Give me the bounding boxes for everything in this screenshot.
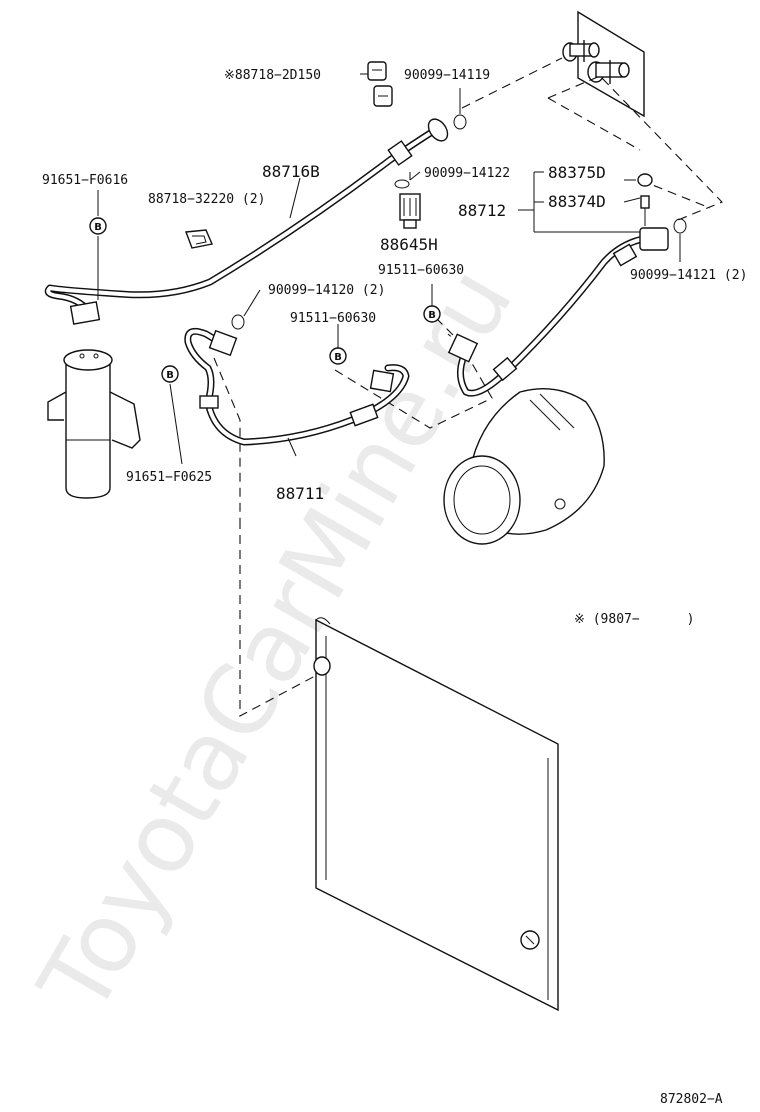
label-88716b: 88716B xyxy=(262,162,320,181)
label-90099-14122: 90099−14122 xyxy=(424,166,510,181)
receiver-dryer xyxy=(47,349,141,499)
label-88718-32220: 88718−32220 (2) xyxy=(148,192,265,207)
label-91511-60630-lower: 91511−60630 xyxy=(290,311,376,326)
bolt-marker-91651-f0616: B xyxy=(89,217,107,235)
label-88711: 88711 xyxy=(276,484,324,503)
hose-88711 xyxy=(184,314,410,446)
condenser xyxy=(313,617,559,1012)
leader-lines xyxy=(97,73,681,465)
clip-88718-2d150 xyxy=(367,61,393,107)
note-model-range: ※ (9807− ) xyxy=(574,612,694,627)
label-88718-2d150: ※88718−2D150 xyxy=(224,68,321,83)
pipe-88716b xyxy=(44,118,449,325)
hose-88712 xyxy=(447,173,687,397)
label-88375d: 88375D xyxy=(548,163,606,182)
o-ring-90099-14119 xyxy=(453,114,467,130)
label-88374d: 88374D xyxy=(548,192,606,211)
bolt-marker-91511-60630-right: B xyxy=(423,305,441,323)
figure-code: 872802−A xyxy=(660,1092,723,1107)
bolt-marker-91511-60630-left: B xyxy=(329,347,347,365)
assembly-guide-lines xyxy=(213,57,723,717)
svg-text:B: B xyxy=(166,370,174,381)
label-90099-14121: 90099−14121 (2) xyxy=(630,268,747,283)
label-91651-f0616: 91651−F0616 xyxy=(42,173,128,188)
compressor xyxy=(443,387,605,545)
clip-88718-32220 xyxy=(185,229,213,249)
bolt-marker-91651-f0625: B xyxy=(161,365,179,383)
svg-text:B: B xyxy=(94,222,102,233)
svg-text:B: B xyxy=(334,352,342,363)
label-91651-f0625: 91651−F0625 xyxy=(126,470,212,485)
label-91511-60630-upper: 91511−60630 xyxy=(378,263,464,278)
svg-text:B: B xyxy=(428,310,436,321)
label-90099-14119: 90099−14119 xyxy=(404,68,490,83)
mounting-bracket xyxy=(562,10,645,118)
pressure-switch-88645h xyxy=(394,179,421,229)
label-90099-14120: 90099−14120 (2) xyxy=(268,283,385,298)
label-88712: 88712 xyxy=(458,201,506,220)
label-88645h: 88645H xyxy=(380,235,438,254)
